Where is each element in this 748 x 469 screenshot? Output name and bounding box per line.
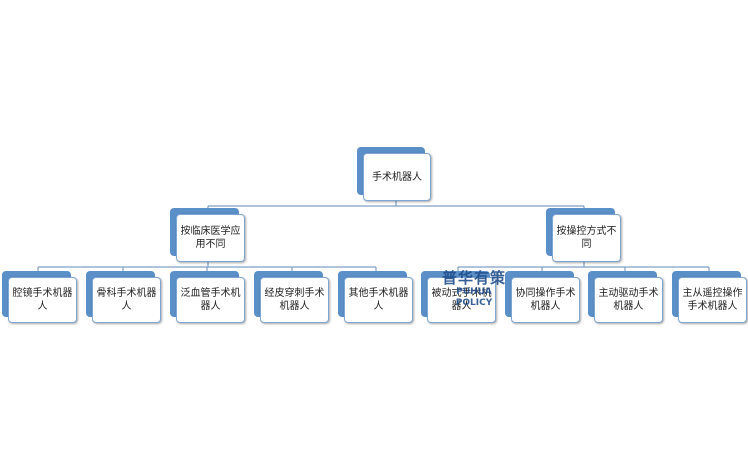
branch-node-clinical: 按临床医学应用不同 xyxy=(170,208,245,262)
branch-label-clinical: 按临床医学应用不同 xyxy=(180,226,241,250)
leaf-label: 主动驱动手术机器人 xyxy=(598,288,659,312)
leaf-node: 经皮穿刺手术机器人 xyxy=(254,271,329,323)
root-node: 手术机器人 xyxy=(357,147,431,201)
leaf-node: 腔镜手术机器人 xyxy=(2,271,77,323)
leaf-label: 被动式手术机器人 xyxy=(431,288,492,312)
leaf-label: 协同操作手术机器人 xyxy=(515,288,576,312)
leaf-node: 协同操作手术机器人 xyxy=(505,271,580,323)
leaf-label: 主从遥控操作手术机器人 xyxy=(682,288,743,312)
leaf-node: 被动式手术机器人 xyxy=(421,271,496,323)
leaf-node: 骨科手术机器人 xyxy=(86,271,161,323)
leaf-node: 主从遥控操作手术机器人 xyxy=(672,271,747,323)
leaf-label: 骨科手术机器人 xyxy=(96,288,157,312)
leaf-node: 其他手术机器人 xyxy=(338,271,413,323)
root-label: 手术机器人 xyxy=(372,171,422,183)
leaf-label: 其他手术机器人 xyxy=(348,288,409,312)
leaf-label: 腔镜手术机器人 xyxy=(12,288,73,312)
leaf-node: 主动驱动手术机器人 xyxy=(588,271,663,323)
branch-label-control: 按操控方式不同 xyxy=(556,226,617,250)
leaf-label: 经皮穿刺手术机器人 xyxy=(264,288,325,312)
leaf-label: 泛血管手术机器人 xyxy=(180,288,241,312)
branch-node-control: 按操控方式不同 xyxy=(546,208,621,262)
leaf-node: 泛血管手术机器人 xyxy=(170,271,245,323)
